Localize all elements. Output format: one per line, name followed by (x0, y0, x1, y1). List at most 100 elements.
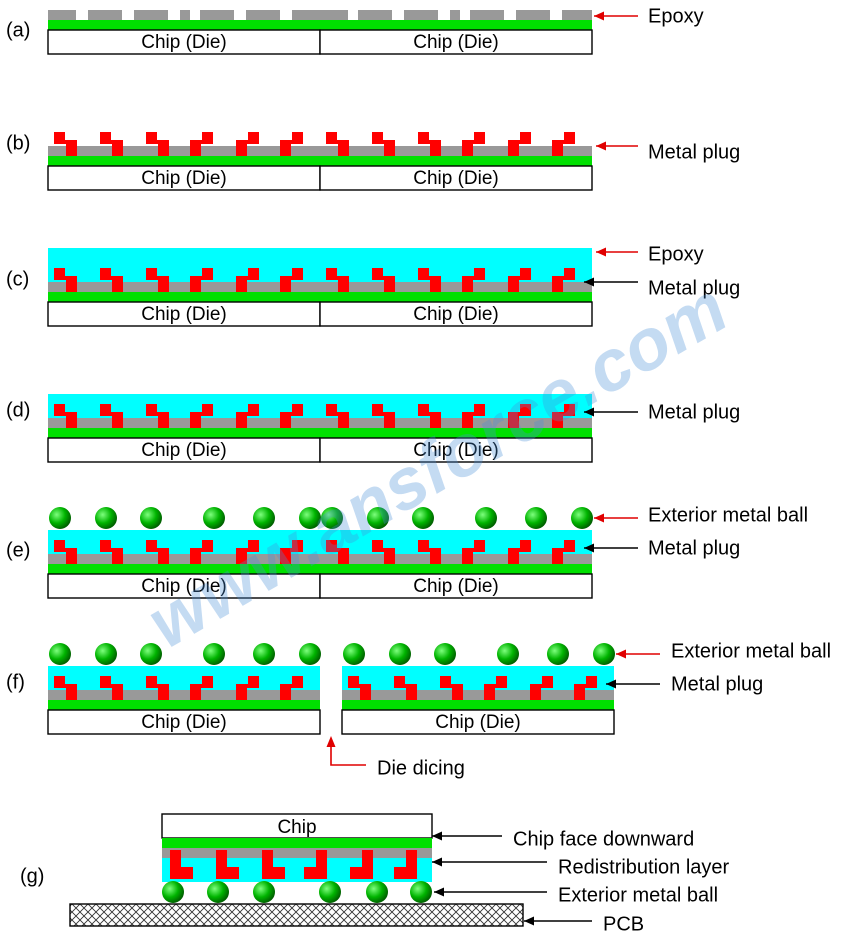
step-g-callout-ball: Exterior metal ball (558, 884, 718, 906)
step-b-active-layer (48, 156, 592, 166)
step-f-callout-ball: Exterior metal ball (671, 640, 831, 662)
step-e-left-chip-label: Chip (Die) (141, 576, 227, 597)
step-f-metal-ball-0-4 (253, 643, 275, 665)
step-c-left-metal-plug-0 (54, 268, 77, 297)
step-b-right-metal-plug-4 (508, 132, 531, 161)
step-f-die1-metal-plug-2 (440, 676, 463, 705)
step-f-metal-ball-0-1 (95, 643, 117, 665)
step-f-epoxy-base-1 (342, 690, 614, 700)
step-e-right-metal-plug-1 (372, 540, 395, 569)
step-d-arrow-plug (584, 407, 638, 417)
step-f-epoxy-base-0 (48, 690, 320, 700)
step-g-arrow-ball (434, 887, 547, 897)
step-a-epoxy-seg-8 (404, 10, 438, 20)
step-d-left-metal-plug-2 (146, 404, 169, 433)
step-g-metal-ball-4 (366, 881, 388, 903)
step-f: (f)Chip (Die)Chip (Die)Exterior metal ba… (6, 640, 831, 779)
step-e-metal-ball-1-0 (321, 507, 343, 529)
step-c-left-metal-plug-1 (100, 268, 123, 297)
step-g-arrow-rdl (432, 857, 547, 867)
step-e-right-metal-plug-3 (462, 540, 485, 569)
step-d-left-metal-plug-5 (280, 404, 303, 433)
step-b-right-metal-plug-3 (462, 132, 485, 161)
step-c-right-metal-plug-5 (552, 268, 575, 297)
step-g-epoxy-mold (162, 858, 432, 882)
step-e-right-chip-die (319, 573, 593, 599)
step-c-right-chip-die (319, 301, 593, 327)
step-e-left-metal-plug-0 (54, 540, 77, 569)
step-d-left-chip-label: Chip (Die) (141, 440, 227, 461)
step-a-epoxy-seg-5 (246, 10, 280, 20)
step-c-left-chip-label: Chip (Die) (141, 304, 227, 325)
step-f-die1-metal-plug-0 (348, 676, 371, 705)
step-f-metal-ball-1-4 (547, 643, 569, 665)
step-g-arrow-ball-head (434, 887, 444, 897)
step-b-label: (b) (6, 132, 30, 154)
step-c-callout-plug: Metal plug (648, 277, 740, 299)
step-a-left-chip-label: Chip (Die) (141, 32, 227, 53)
step-e-metal-ball-1-3 (475, 507, 497, 529)
step-e-left-metal-plug-1 (100, 540, 123, 569)
step-f-arrow-dicing-shaft (330, 746, 366, 766)
step-e-right-metal-plug-2 (418, 540, 441, 569)
step-d-right-metal-plug-0 (326, 404, 349, 433)
step-g-pcb (69, 903, 524, 927)
step-f-arrow-ball (616, 649, 660, 659)
step-a-epoxy-seg-3 (180, 10, 190, 20)
step-b-left-metal-plug-5 (280, 132, 303, 161)
watermark-text: www.ansforce.com (135, 268, 741, 664)
step-e-metal-ball-1-2 (412, 507, 434, 529)
step-g-arrow-face-head (432, 831, 442, 841)
step-c-arrow-plug-head (584, 277, 594, 287)
step-c-right-metal-plug-2 (418, 268, 441, 297)
step-f-metal-ball-0-3 (203, 643, 225, 665)
step-f-die0-metal-plug-5 (280, 676, 303, 705)
step-a-arrow-epoxy (594, 11, 638, 21)
step-d-callout-plug: Metal plug (648, 401, 740, 423)
step-c-arrow-plug (584, 277, 638, 287)
step-e-epoxy-mold (48, 530, 592, 554)
step-b: (b)Chip (Die)Chip (Die)Metal plug (6, 132, 740, 191)
step-b-right-metal-plug-1 (372, 132, 395, 161)
step-e-metal-ball-0-0 (49, 507, 71, 529)
step-c-left-chip-die (47, 301, 321, 327)
step-e-metal-ball-1-5 (571, 507, 593, 529)
step-e-arrow-plug (584, 543, 638, 553)
step-g-metal-plug-3 (304, 850, 327, 879)
step-d-left-metal-plug-3 (190, 404, 213, 433)
step-f-metal-ball-1-3 (497, 643, 519, 665)
step-b-left-metal-plug-4 (236, 132, 259, 161)
step-c-right-metal-plug-1 (372, 268, 395, 297)
step-f-callout-dicing: Die dicing (377, 757, 465, 779)
step-c-right-chip-label: Chip (Die) (413, 304, 499, 325)
step-c-right-metal-plug-3 (462, 268, 485, 297)
step-g-metal-plug-1 (216, 850, 239, 879)
step-g-metal-ball-1 (207, 881, 229, 903)
step-d-right-chip-label: Chip (Die) (413, 440, 499, 461)
step-g-chip-label: Chip (277, 817, 316, 838)
step-e-left-metal-plug-2 (146, 540, 169, 569)
step-e-right-chip-label: Chip (Die) (413, 576, 499, 597)
step-f-active-layer-0 (48, 700, 320, 710)
step-f-die0-metal-plug-3 (190, 676, 213, 705)
step-f-callout-plug: Metal plug (671, 673, 763, 695)
step-e-active-layer (48, 564, 592, 574)
step-f-metal-ball-1-0 (343, 643, 365, 665)
step-e-right-metal-plug-0 (326, 540, 349, 569)
step-b-right-metal-plug-0 (326, 132, 349, 161)
step-f-metal-ball-1-5 (593, 643, 615, 665)
step-b-callout-plug: Metal plug (648, 141, 740, 163)
step-f-die1-chip-die (341, 709, 615, 735)
step-a: (a)Chip (Die)Chip (Die)Epoxy (6, 5, 704, 55)
step-f-metal-ball-1-2 (434, 643, 456, 665)
step-g-metal-ball-3 (319, 881, 341, 903)
step-e-left-metal-plug-5 (280, 540, 303, 569)
step-b-right-chip-die (319, 165, 593, 191)
step-g-arrow-rdl-head (432, 857, 442, 867)
step-e-label: (e) (6, 539, 30, 561)
step-g-metal-ball-5 (410, 881, 432, 903)
step-e-arrow-ball-head (594, 513, 604, 523)
step-d-left-metal-plug-4 (236, 404, 259, 433)
